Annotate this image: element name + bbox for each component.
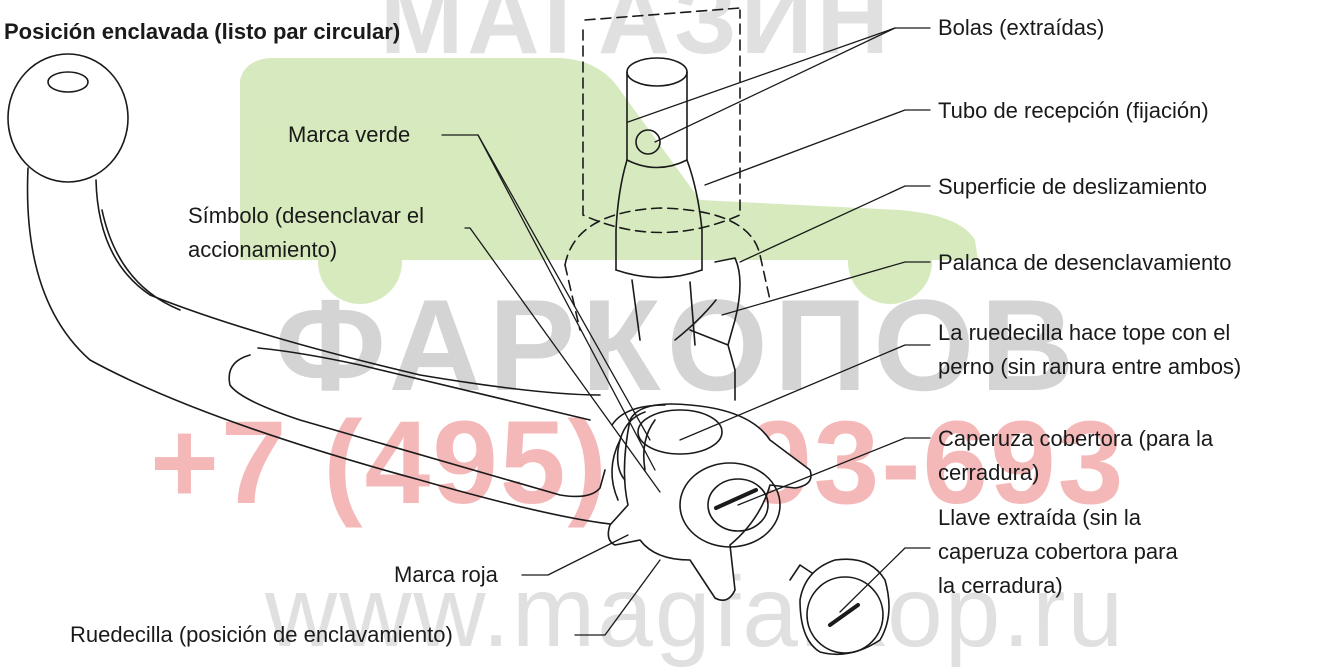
- label-palanca: Palanca de desenclavamiento: [938, 250, 1232, 275]
- label-superficie: Superficie de deslizamiento: [938, 174, 1208, 199]
- marks-ring: [616, 411, 656, 481]
- diagram-title: Posición enclavada (listo par circular): [4, 19, 401, 44]
- watermark-car-icon: [240, 58, 978, 304]
- extracted-key: [789, 558, 890, 656]
- label-simbolo-1: Símbolo (desenclavar el: [188, 203, 425, 228]
- label-bolas: Bolas (extraídas): [938, 15, 1105, 40]
- receiver-tube-dashed: [564, 7, 771, 331]
- release-lever: [674, 257, 741, 401]
- label-llave-3: la cerradura): [938, 573, 1063, 598]
- label-caperuza-2: cerradura): [938, 460, 1040, 485]
- tow-ball: [7, 53, 129, 183]
- locking-pin: [615, 57, 703, 346]
- label-ruedecilla-tope-2: perno (sin ranura entre ambos): [938, 354, 1242, 379]
- hitch-arm: [26, 167, 641, 526]
- watermark-url: www.magfarkop.ru: [265, 556, 1126, 668]
- label-marca-verde: Marca verde: [288, 122, 411, 147]
- label-llave-1: Llave extraída (sin la: [938, 505, 1141, 530]
- label-marca-roja: Marca roja: [394, 562, 498, 587]
- label-simbolo-2: accionamiento): [188, 237, 338, 262]
- label-ruedecilla-tope-1: La ruedecilla hace tope con el: [938, 320, 1231, 345]
- label-tubo: Tubo de recepción (fijación): [938, 98, 1209, 123]
- leader-lines: [441, 27, 931, 636]
- label-ruedecilla-pos: Ruedecilla (posición de enclavamiento): [70, 622, 453, 647]
- watermark-middle: ФАРКОПОВ: [275, 272, 1081, 418]
- hand-wheel: [607, 403, 812, 601]
- label-caperuza-1: Caperuza cobertora (para la: [938, 426, 1214, 451]
- label-llave-2: caperuza cobertora para: [938, 539, 1178, 564]
